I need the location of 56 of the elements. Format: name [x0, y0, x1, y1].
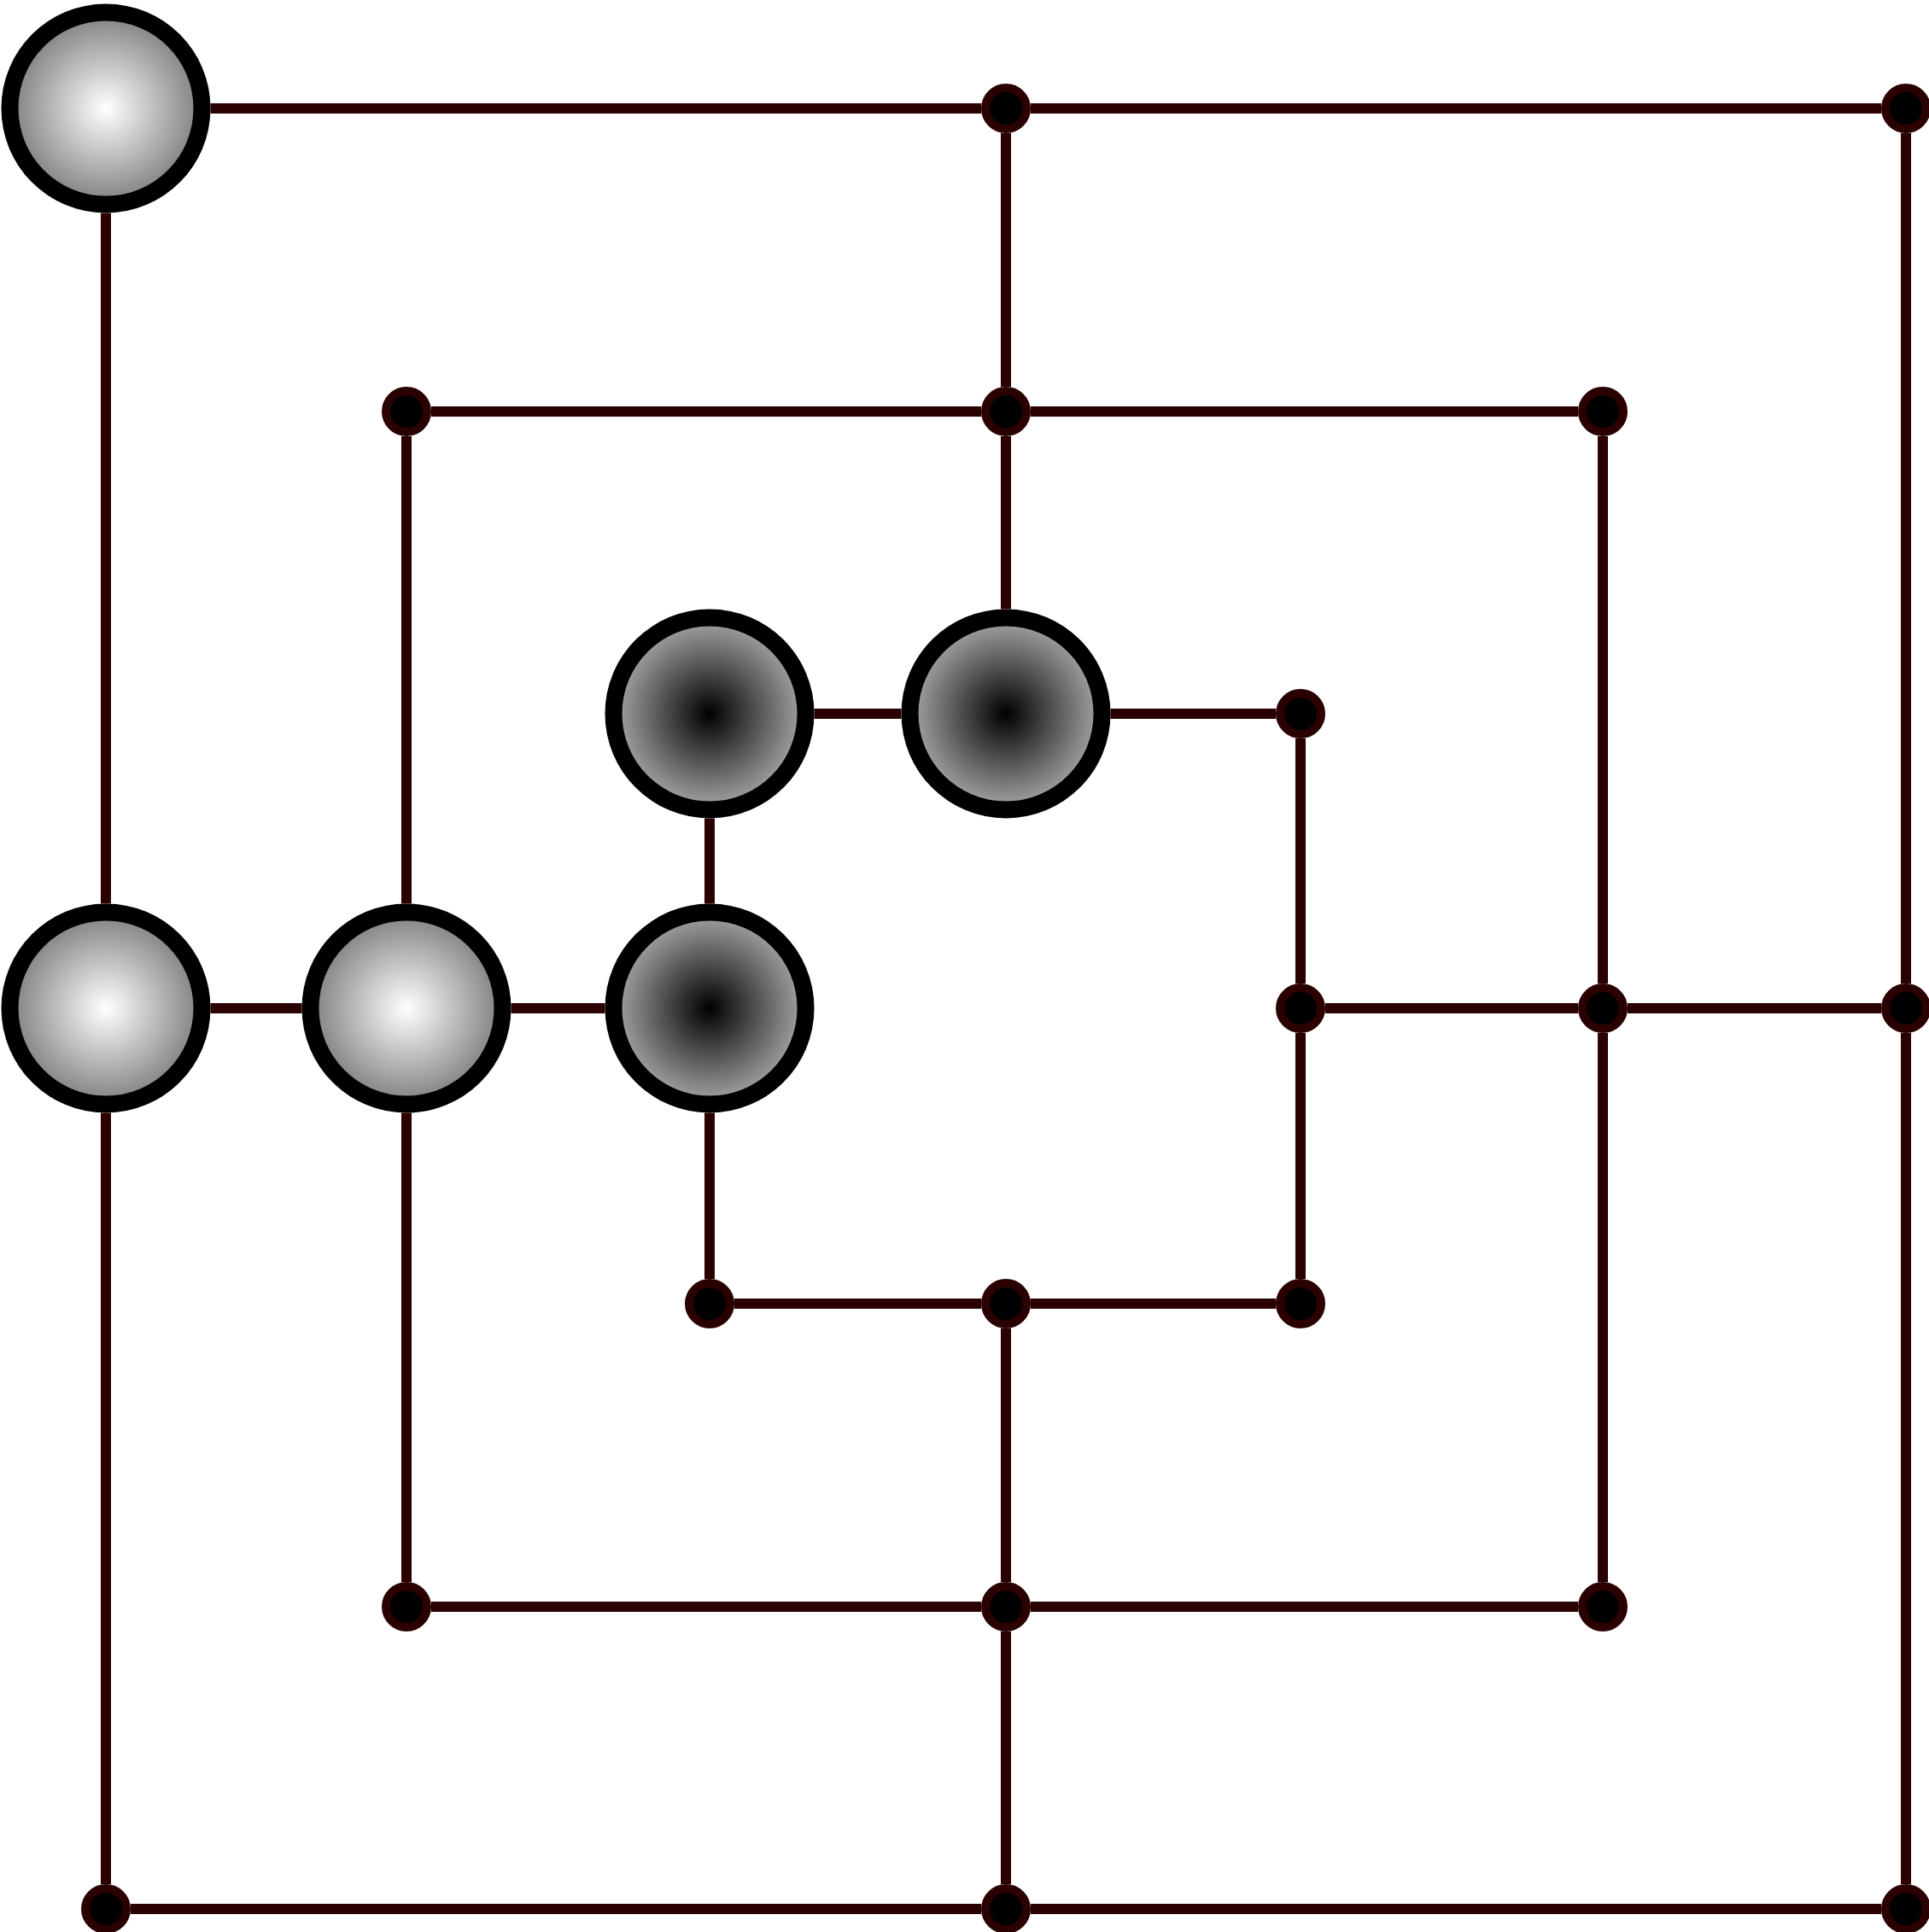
board-line [511, 1003, 605, 1013]
board-line [401, 436, 412, 904]
board-line [1001, 436, 1011, 610]
board-point [81, 1884, 131, 1932]
board-line [1031, 1602, 1578, 1612]
board-point [1881, 1884, 1929, 1932]
board-line [431, 406, 981, 417]
board-line [1628, 1003, 1881, 1013]
board-point [1881, 984, 1929, 1033]
board-point [981, 1582, 1031, 1631]
game-piece [901, 609, 1111, 819]
board-line [101, 213, 111, 904]
board-line [1001, 1328, 1011, 1582]
game-piece [605, 903, 815, 1113]
board-line [704, 818, 715, 904]
board-point [981, 1884, 1031, 1932]
game-piece [1, 3, 211, 213]
board-line [431, 1602, 981, 1612]
game-piece [301, 903, 511, 1113]
board-point [382, 1582, 431, 1631]
board-point [1276, 1279, 1325, 1328]
board-line [1901, 1033, 1911, 1884]
board-point [1578, 387, 1628, 436]
board-point [1276, 689, 1325, 738]
board-line [1295, 738, 1306, 984]
board-line [1598, 436, 1608, 984]
board-line [814, 709, 902, 719]
board-line [1031, 103, 1881, 114]
board-line [1031, 1904, 1881, 1914]
board-point [685, 1279, 734, 1328]
board-point [981, 1279, 1031, 1328]
board-line [210, 1003, 302, 1013]
board-line [1901, 132, 1911, 984]
game-piece [605, 609, 815, 819]
board-point [1881, 83, 1929, 133]
board-point [382, 387, 431, 436]
board-line [1295, 1033, 1306, 1279]
board-point [981, 83, 1031, 133]
board-line [1031, 1299, 1276, 1309]
board-line [1001, 132, 1011, 387]
board-line [401, 1112, 412, 1582]
board-line [704, 1112, 715, 1279]
board-point [981, 387, 1031, 436]
board-line [1001, 1631, 1011, 1884]
board-line [210, 103, 981, 114]
board-line [1598, 1033, 1608, 1582]
board-line [1110, 709, 1276, 719]
board-line [101, 1112, 111, 1884]
board-line [734, 1299, 981, 1309]
board-line [131, 1904, 981, 1914]
board-line [1031, 406, 1578, 417]
board-line [1325, 1003, 1578, 1013]
board-point [1578, 984, 1628, 1033]
game-piece [1, 903, 211, 1113]
board-point [1276, 984, 1325, 1033]
board-point [1578, 1582, 1628, 1631]
